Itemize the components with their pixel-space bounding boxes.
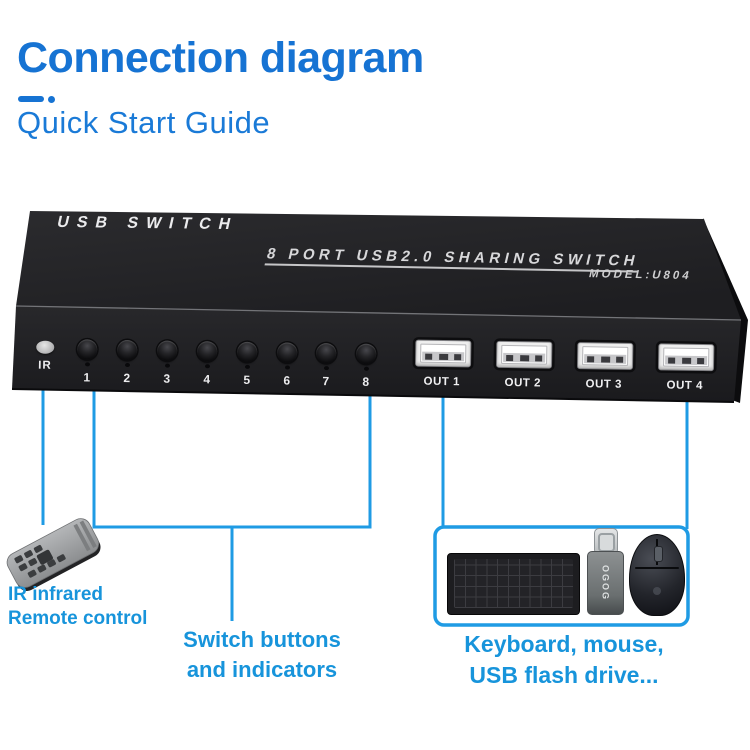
port-label-out2: OUT 2 <box>504 376 542 390</box>
mouse-seam <box>635 567 679 569</box>
keyboard-icon <box>447 553 580 615</box>
usb-port-out2 <box>495 340 553 369</box>
ir-remote-icon <box>6 518 101 591</box>
mouse-logo <box>653 587 661 595</box>
button-number-label: 5 <box>243 372 251 387</box>
switch-button-8 <box>356 343 377 364</box>
device-bottom-edge <box>11 388 735 403</box>
switch-button-6 <box>277 342 298 363</box>
button-number-label: 1 <box>83 370 91 385</box>
indicator-led-8 <box>363 366 369 371</box>
device-top-face <box>16 211 741 320</box>
button-number-label: 3 <box>163 371 171 386</box>
indicator-led-5 <box>244 364 250 369</box>
device-bevel-edge <box>15 305 742 321</box>
usb-c-plug-slot <box>598 533 615 552</box>
switch-button-3 <box>157 340 178 361</box>
indicator-led-4 <box>204 364 210 369</box>
button-number-label: 2 <box>123 370 131 386</box>
remote-caption-line2: Remote control <box>8 608 148 629</box>
button-number-label: 4 <box>203 372 211 387</box>
usb-port-slot <box>582 346 629 366</box>
page-title: Connection diagram <box>17 34 424 82</box>
title-dash-accent <box>18 96 44 102</box>
indicator-led-1 <box>84 362 90 367</box>
port-label-out4: OUT 4 <box>666 379 704 393</box>
indicator-led-2 <box>124 362 130 368</box>
indicator-led-3 <box>164 363 170 368</box>
connector-lines <box>41 383 689 621</box>
switch-button-4 <box>197 341 218 362</box>
indicator-led-6 <box>284 365 290 370</box>
device-front-face <box>12 306 741 402</box>
usb-port-out4 <box>657 343 715 372</box>
port-label-out1: OUT 1 <box>423 375 461 389</box>
flash-drive-marking: OGOG <box>600 564 611 601</box>
remote-caption-line1: IR infrared <box>8 584 104 605</box>
title-dot-accent <box>48 96 55 103</box>
page-subtitle: Quick Start Guide <box>17 105 271 140</box>
switch-buttons-caption: Switch buttons and indicators <box>132 625 392 685</box>
button-number-label: 8 <box>362 374 370 389</box>
switch-button-1 <box>77 339 98 360</box>
device-front-panel: IR 1 2 3 4 5 6 7 8 OUT 1 OUT 2 OU <box>0 300 750 422</box>
keyboard-keys <box>454 559 573 608</box>
usb-c-plug-icon <box>594 528 618 555</box>
usb-flash-drive-body: OGOG <box>587 551 624 615</box>
remote-caption: IR infrared Remote control <box>8 583 147 631</box>
switch-button-5 <box>237 341 258 363</box>
peripherals-caption-line2: USB flash drive... <box>469 662 659 688</box>
button-number-label: 6 <box>283 373 291 388</box>
device-top-label: USB SWITCH <box>55 213 241 234</box>
mouse-scroll-wheel <box>653 546 663 562</box>
indicator-led-7 <box>323 366 329 371</box>
ir-sensor-icon <box>36 340 55 354</box>
switch-button-7 <box>316 342 337 364</box>
switch-button-2 <box>117 339 138 361</box>
switch-caption-line1: Switch buttons <box>183 627 341 652</box>
usb-switch-device <box>11 211 748 403</box>
button-number-label: 7 <box>322 374 330 389</box>
usb-port-slot <box>501 344 548 365</box>
usb-port-out3 <box>576 342 634 370</box>
switch-caption-line2: and indicators <box>186 657 338 682</box>
port-label-out3: OUT 3 <box>585 378 623 391</box>
mouse-icon <box>629 534 685 616</box>
ir-sensor-label: IR <box>38 359 52 372</box>
usb-flash-drive-icon: OGOG <box>587 528 624 615</box>
peripherals-caption: Keyboard, mouse, USB flash drive... <box>414 629 714 691</box>
usb-port-slot <box>663 347 710 368</box>
usb-port-out1 <box>415 339 472 368</box>
peripherals-caption-line1: Keyboard, mouse, <box>464 631 664 657</box>
usb-port-slot <box>420 343 467 364</box>
